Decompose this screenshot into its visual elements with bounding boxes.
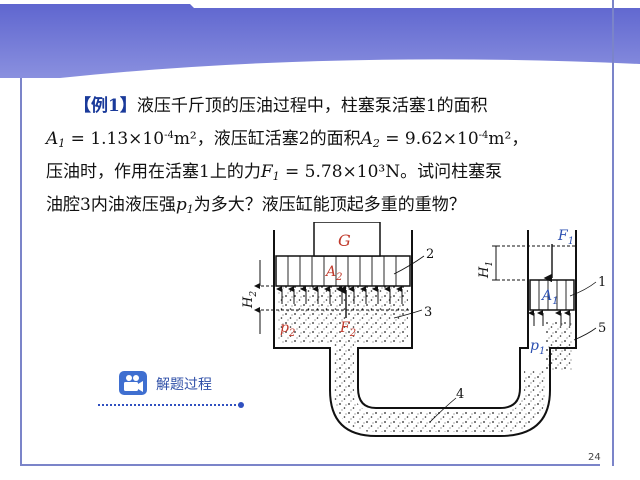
label-a2: A2: [324, 264, 343, 283]
value-a1: = 1.13×10-4: [65, 129, 174, 149]
problem-line-4: 油腔3内油液压强p1为多大？液压缸能顶起多重的重物？: [46, 191, 606, 224]
symbol-a1: A1: [46, 129, 66, 150]
label-p2: p2: [280, 320, 295, 339]
video-camera-icon[interactable]: [118, 370, 148, 396]
header-band: [0, 4, 640, 78]
frame-right-line: [612, 0, 614, 466]
problem-line-2: A1 = 1.13×10-4m²，液压缸活塞2的面积A2 = 9.62×10-4…: [46, 121, 606, 158]
question-text: 为多大？液压缸能顶起多重的重物？: [193, 195, 466, 215]
problem-line-1-text: 液压千斤顶的压油过程中，柱塞泵活塞1的面积: [136, 96, 488, 116]
solve-process-link[interactable]: 解题过程: [156, 377, 212, 393]
label-p1: p1: [530, 338, 545, 357]
problem-line-4-text: 油腔3内油液压强: [46, 195, 176, 215]
part-number-4: 4: [456, 387, 464, 402]
problem-line-2-text: m²，液压缸活塞2的面积: [173, 129, 361, 149]
symbol-f1: F1: [260, 162, 280, 183]
label-a1: A1: [540, 288, 559, 307]
large-cylinder: [273, 230, 577, 437]
hydraulic-jack-diagram: G A2 H2 p2 F2 F1 H1 A1 p1 2 3 4 1 5: [241, 222, 606, 437]
value-f1: = 5.78×10³N。试问柱塞泵: [279, 162, 503, 182]
dimension-h1: [492, 245, 500, 281]
large-piston: [275, 222, 411, 287]
small-piston: [529, 279, 575, 311]
pressure-arrows-small: [528, 310, 571, 326]
solve-line-dot: [238, 402, 244, 408]
problem-line-3-text: 压油时，作用在活塞1上的力: [46, 162, 261, 182]
part-number-3: 3: [424, 305, 432, 320]
problem-text: 【例1】液压千斤顶的压油过程中，柱塞泵活塞1的面积 A1 = 1.13×10-4…: [46, 92, 606, 224]
symbol-a2: A2: [360, 129, 380, 150]
solve-dotted-line: [98, 404, 240, 406]
problem-line-1: 【例1】液压千斤顶的压油过程中，柱塞泵活塞1的面积: [46, 92, 606, 121]
label-g: G: [338, 231, 351, 250]
part-number-5: 5: [598, 321, 606, 336]
pressure-arrows-large: [276, 286, 403, 304]
label-h1: H1: [477, 261, 495, 279]
frame-left-line: [20, 78, 22, 466]
oil-fluid: [278, 286, 572, 432]
example-tag: 【例1】: [74, 96, 137, 116]
frame-bottom-line: [20, 464, 600, 466]
load-block-g: [313, 222, 381, 257]
label-f2: F2: [339, 320, 356, 339]
part-number-1: 1: [598, 275, 606, 290]
value-a2: = 9.62×10-4: [379, 129, 489, 149]
symbol-p1: p1: [175, 195, 194, 216]
part-number-2: 2: [426, 247, 434, 262]
problem-line-3: 压油时，作用在活塞1上的力F1 = 5.78×10³N。试问柱塞泵: [46, 158, 606, 191]
label-h2: H2: [241, 291, 259, 309]
unit-a2: m²，: [488, 129, 529, 149]
page-number: 24: [588, 452, 601, 463]
label-f1: F1: [557, 228, 574, 247]
